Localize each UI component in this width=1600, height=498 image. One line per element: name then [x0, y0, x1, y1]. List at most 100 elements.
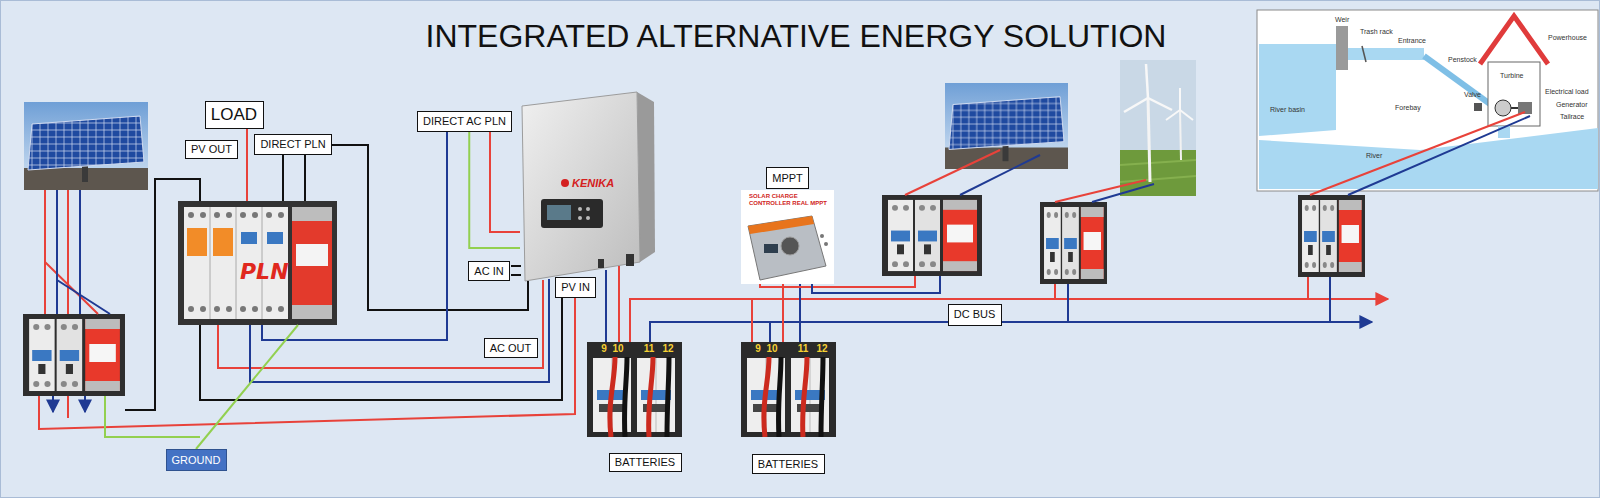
- tag-text: MPPT: [772, 172, 803, 184]
- breaker-panel-picture: [200, 306, 206, 312]
- port-tag: DIRECT AC PLN: [417, 111, 512, 132]
- hydro-plant-picture: [1495, 100, 1511, 116]
- wind-turbine-picture: [1120, 60, 1196, 196]
- breaker-panel-picture: [267, 232, 283, 244]
- part-name: Entrance: [1398, 37, 1426, 45]
- wiring: [752, 284, 783, 342]
- breaker-panel-picture: [184, 207, 288, 319]
- wiring: [84, 396, 86, 412]
- inverter-picture: [541, 199, 603, 228]
- port-tag: PV IN: [555, 277, 596, 298]
- breaker-panel-picture: [188, 306, 194, 312]
- terminal-number: 12: [815, 343, 829, 355]
- wind-turbine-picture: [1120, 150, 1196, 196]
- terminal-number: 10: [611, 343, 625, 355]
- breaker-panel-picture: [214, 306, 220, 312]
- breaker-box: [1298, 195, 1365, 277]
- wind-turbine-picture: [1124, 98, 1148, 112]
- wiring: [490, 132, 520, 232]
- part-name: Forebay: [1395, 104, 1421, 112]
- inverter-picture: [561, 179, 569, 187]
- breaker-panel-picture: [292, 207, 332, 221]
- battery-tag: BATTERIES: [752, 454, 825, 474]
- terminal-number: 10: [765, 343, 779, 355]
- wiring: [39, 298, 575, 429]
- wiring: [960, 155, 1040, 195]
- solar-panel: [24, 102, 148, 190]
- wiring: [45, 190, 98, 314]
- bus-tag: DC BUS: [948, 304, 1002, 326]
- battery-tag: BATTERIES: [609, 453, 682, 472]
- mppt-controller-picture: [741, 190, 834, 284]
- part-name: Tailrace: [1560, 113, 1584, 121]
- wire-connector: [618, 281, 620, 342]
- brand-name: KENIKA: [572, 177, 614, 189]
- wiring: [905, 150, 1000, 195]
- breaker-panel-picture: [178, 201, 337, 325]
- part-name: River: [1366, 152, 1382, 160]
- wiring: [618, 266, 620, 281]
- wire-connector: [246, 129, 248, 201]
- terminal-number: 9: [751, 343, 765, 355]
- wiring: [250, 279, 549, 382]
- mppt-controller-picture: [824, 242, 828, 246]
- breaker-panel-picture: [214, 212, 220, 218]
- wiring: [650, 322, 1372, 342]
- wiring: [39, 112, 1530, 437]
- wind-turbine-picture: [1166, 110, 1180, 120]
- breaker-panel-picture: [240, 212, 246, 218]
- wiring: [52, 396, 54, 412]
- hydro-plant-picture: [1257, 10, 1598, 191]
- mppt-controller-picture: [748, 216, 826, 280]
- wiring: [1092, 184, 1154, 202]
- wiring: [605, 270, 607, 342]
- hybrid-inverter: KENIKA: [520, 92, 655, 281]
- part-name: Turbine: [1500, 72, 1523, 80]
- mppt-controller-picture: [781, 237, 799, 255]
- part-name: Valve: [1464, 91, 1481, 99]
- hydro-plant-picture: [1259, 44, 1336, 136]
- device-tag: MPPT: [766, 167, 809, 189]
- breaker-panel-picture: [210, 207, 211, 319]
- tag-text: AC OUT: [490, 342, 532, 354]
- tag-text: GROUND: [172, 454, 221, 466]
- breaker-panel-picture: [292, 305, 332, 319]
- load-tag: LOAD: [205, 101, 264, 129]
- terminal-number: 12: [661, 343, 675, 355]
- wiring: [218, 280, 543, 368]
- breaker-panel-picture: [241, 232, 257, 244]
- wind-turbine-picture: [1148, 98, 1150, 182]
- breaker-panel-picture: [252, 212, 258, 218]
- inverter-picture: [626, 254, 634, 266]
- wiring: [125, 179, 200, 410]
- breaker-box: [882, 195, 982, 276]
- wind-turbine-picture: [1180, 110, 1181, 160]
- hydro-plant-picture: [1336, 26, 1348, 70]
- hydro-plant-picture: [1362, 46, 1366, 62]
- wiring: [283, 155, 305, 201]
- port-tag: PV OUT: [185, 140, 238, 159]
- breaker-panel-picture: [296, 244, 328, 266]
- breaker-panel-picture: [278, 306, 284, 312]
- inverter-picture: [578, 216, 582, 220]
- port-tag: AC OUT: [484, 338, 538, 358]
- battery-breaker-picture: [587, 342, 682, 437]
- wind-turbine-picture: [1120, 176, 1196, 182]
- port-tag: DIRECT PLN: [254, 134, 332, 155]
- part-name: Penstock: [1448, 56, 1477, 64]
- breaker-panel-picture: [278, 212, 284, 218]
- part-name: Trash rack: [1360, 28, 1393, 36]
- hydro-plant-picture: [1474, 103, 1482, 111]
- tag-text: DC BUS: [954, 308, 996, 320]
- inverter-picture: [522, 92, 640, 281]
- breaker-panel-picture: [188, 212, 194, 218]
- wiring: [105, 396, 200, 437]
- mppt-controller-picture: [748, 216, 814, 234]
- part-name: Powerhouse: [1548, 34, 1587, 42]
- inverter-picture: [578, 207, 582, 211]
- breaker-panel: PLN: [178, 201, 337, 325]
- diagram-title: INTEGRATED ALTERNATIVE ENERGY SOLUTION: [0, 16, 1592, 56]
